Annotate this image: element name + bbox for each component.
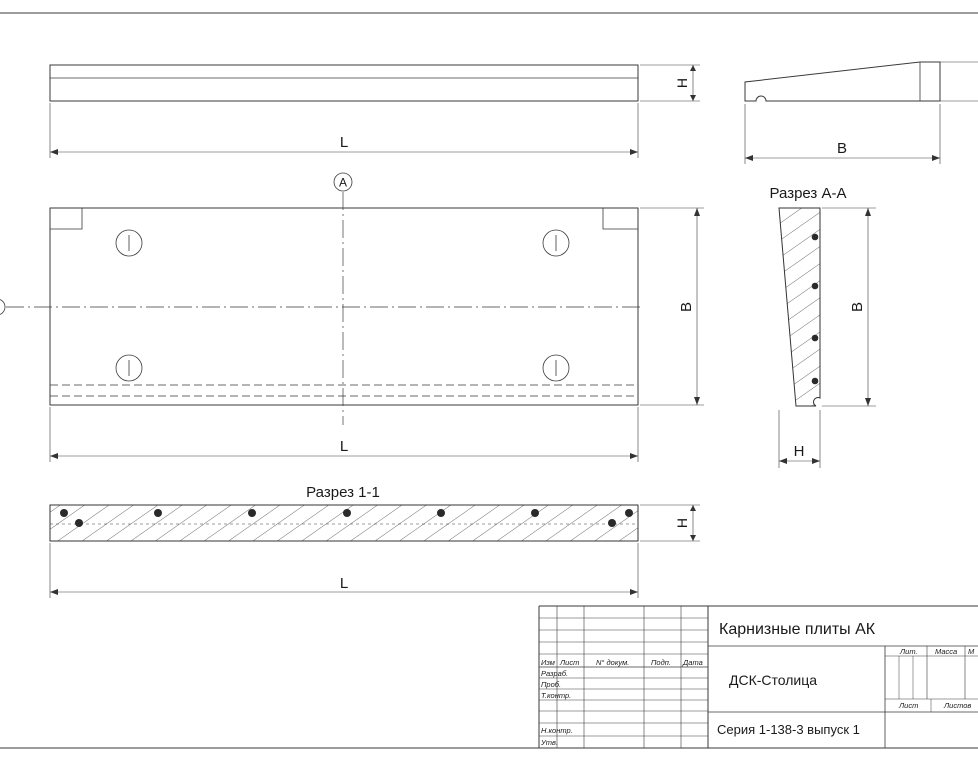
sheet-header: Лист <box>898 701 918 710</box>
organization-name: ДСК-Столица <box>729 672 817 688</box>
sheet-frame <box>0 12 978 749</box>
plan-view-length-label: L <box>340 438 348 455</box>
series-label: Серия 1-138-3 выпуск 1 <box>717 722 860 737</box>
top-view: H L <box>49 64 700 158</box>
section-a-a: Разрез А-А B H <box>770 185 876 468</box>
section-a-a-thickness-label: H <box>794 443 805 460</box>
row-label-checker: Проб. <box>541 680 561 689</box>
column-header-date: Дата <box>682 658 703 667</box>
product-title: Карнизные плиты АК <box>719 621 876 638</box>
section-a-a-title: Разрез А-А <box>770 185 847 202</box>
sheets-total-header: Листов <box>943 701 971 710</box>
side-view: B <box>744 61 978 164</box>
top-view-height-label: H <box>674 78 690 88</box>
section-a-a-height-label: B <box>849 302 866 312</box>
column-header-izm: Изм <box>541 658 555 667</box>
section-1-1-title: Разрез 1-1 <box>306 484 380 501</box>
axis-marker-a <box>333 172 353 192</box>
lifting-loop-bottom-left <box>115 354 143 382</box>
row-label-norm-control: Н.контр. <box>541 726 573 735</box>
plan-view-width-label: B <box>678 302 695 312</box>
section-marker-left <box>0 299 6 315</box>
row-label-tech-control: Т.контр. <box>541 691 571 700</box>
section-1-1-height-label: H <box>674 518 690 528</box>
column-header-sign: Подп. <box>651 658 671 667</box>
column-header-doc: N° докум. <box>596 658 629 667</box>
title-block: Изм Лист N° докум. Подп. Дата Разраб. Пр… <box>538 605 978 748</box>
stage-header: Лит. <box>899 647 918 656</box>
scale-header: М <box>968 647 975 656</box>
lifting-loop-bottom-right <box>542 354 570 382</box>
plan-view: A B L <box>0 172 704 462</box>
column-header-list: Лист <box>559 658 579 667</box>
lifting-loop-top-right <box>542 229 570 257</box>
side-view-width-label: B <box>837 140 847 157</box>
mass-header: Масса <box>935 647 957 656</box>
section-1-1: Разрез 1-1 H L <box>49 484 700 598</box>
section-1-1-length-label: L <box>340 575 348 592</box>
row-label-developer: Разраб. <box>541 669 568 678</box>
top-view-length-label: L <box>340 134 348 151</box>
lifting-loop-top-left <box>115 229 143 257</box>
axis-marker-a-label: A <box>339 176 347 190</box>
row-label-approved: Утв. <box>540 738 558 747</box>
